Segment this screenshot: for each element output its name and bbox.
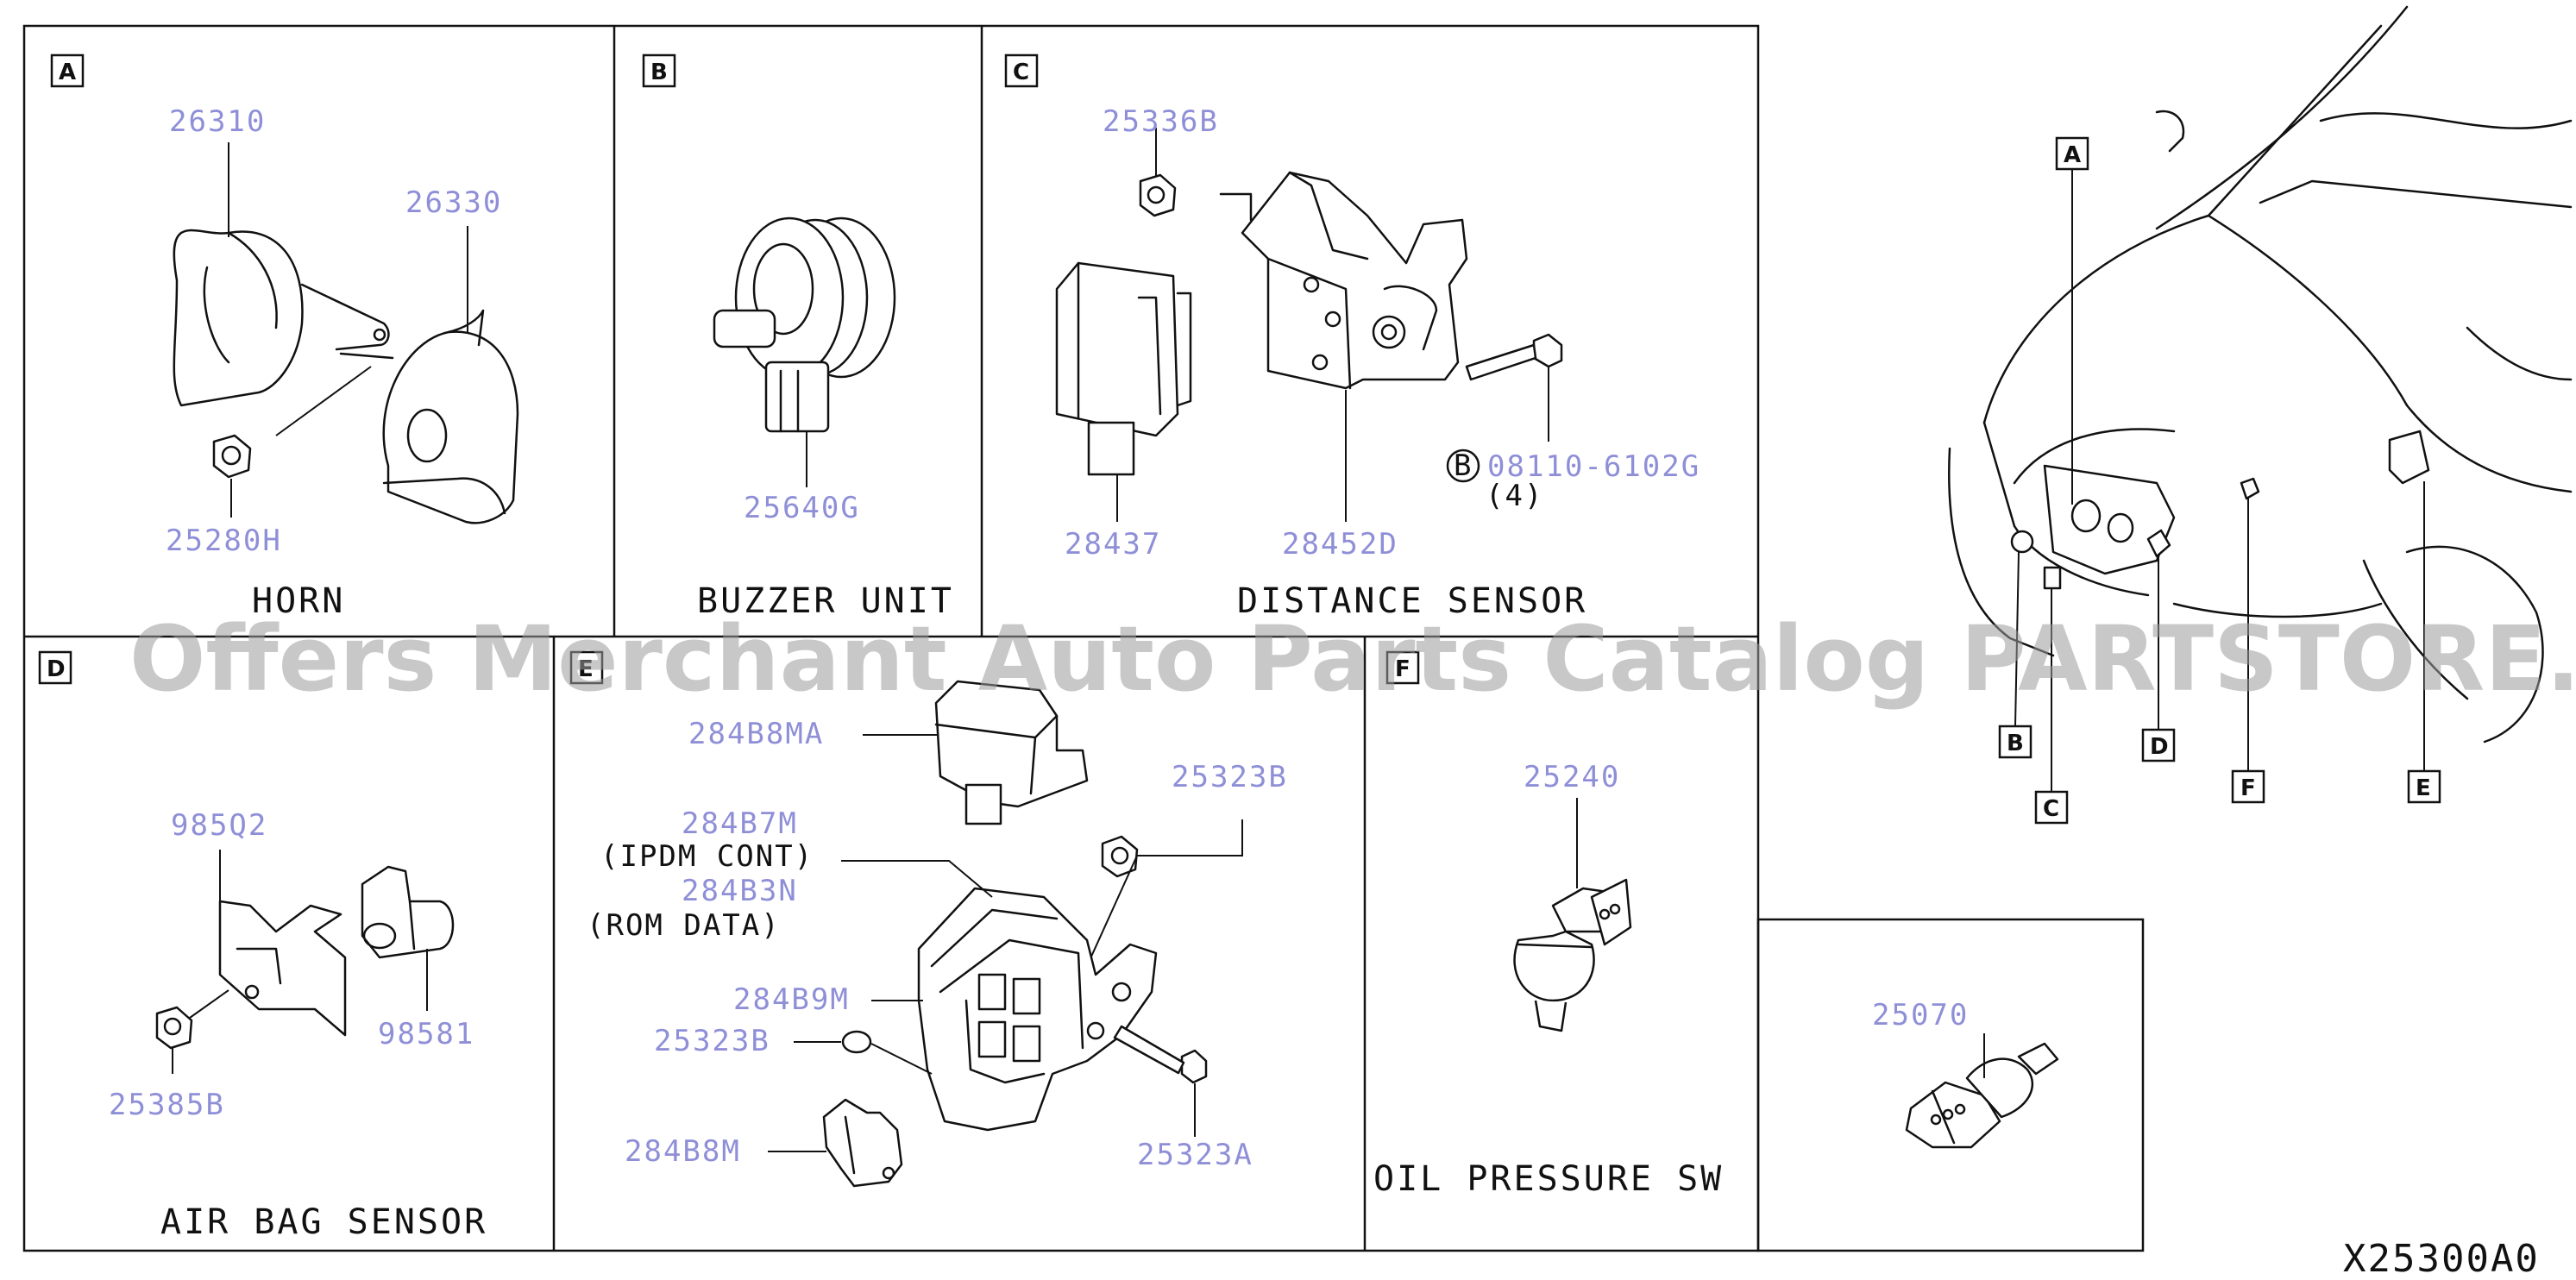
connector-icon (822, 1098, 903, 1188)
watermark-text: Offers Merchant Auto Parts Catalog PARTS… (129, 606, 2576, 712)
section-caption: BUZZER UNIT (697, 581, 954, 621)
part-number: 25070 (1872, 998, 1969, 1032)
section-letter-e: E (578, 656, 594, 682)
part-number: 28437 (1065, 527, 1161, 562)
section-letter-c: C (1013, 60, 1029, 85)
part-number: 25336B (1103, 104, 1219, 139)
callout-letter: D (2150, 734, 2169, 760)
relay-icon (934, 680, 1089, 825)
section-distance-sensor: C (1004, 53, 1700, 621)
bracket-icon (218, 900, 347, 1037)
part-number: 08110-6102G (1487, 449, 1700, 484)
nut-icon (1101, 835, 1139, 878)
part-number: 25280H (166, 524, 282, 558)
section-horn: A 26310 26330 25280H HORN (50, 53, 519, 621)
part-number: 284B8M (625, 1134, 741, 1169)
horn-low-icon (339, 309, 519, 524)
washer-icon (841, 1030, 872, 1054)
callout-letter: F (2240, 775, 2256, 801)
airbag-sensor-location-icon (2146, 529, 2171, 558)
horn-location-icon (2107, 512, 2134, 543)
impact-sensor-icon (361, 865, 455, 959)
bracket-icon (1219, 171, 1468, 390)
diagram-reference: X25300A0 (2343, 1237, 2540, 1280)
section-caption: OIL PRESSURE SW (1373, 1159, 1724, 1199)
callout-letter: B (2007, 731, 2024, 756)
part-number: 25323A (1137, 1138, 1253, 1172)
section-buzzer-unit: B 25640G BUZZER UNIT (642, 53, 954, 621)
part-number: 985Q2 (171, 808, 267, 843)
section-ipdm: E (569, 650, 1288, 1188)
part-number: 28452D (1282, 527, 1398, 562)
part-number: 98581 (378, 1017, 474, 1051)
temperature-switch-icon (1905, 1042, 2059, 1149)
part-number: 25323B (654, 1024, 770, 1058)
nut-icon (212, 434, 252, 479)
bolt-icon (1465, 333, 1563, 381)
buzzer-location-icon (2010, 530, 2034, 554)
bolt-icon (1113, 1025, 1208, 1084)
section-caption: DISTANCE SENSOR (1237, 581, 1587, 621)
vehicle-location-view: A B C D F E (1948, 5, 2573, 825)
callout-circle-b (1446, 449, 1480, 483)
part-number: 26310 (169, 104, 266, 139)
nut-icon (155, 1006, 193, 1050)
oil-pressure-switch-icon (1513, 878, 1632, 1032)
oil-switch-location-icon (2240, 477, 2260, 500)
section-caption: HORN (252, 581, 345, 621)
part-number: 284B9M (733, 982, 850, 1017)
part-number: 284B3N (682, 874, 798, 908)
note-circle-letter: B (1454, 449, 1473, 483)
horn-location-icon (2070, 499, 2102, 533)
section-caption: AIR BAG SENSOR (160, 1202, 487, 1242)
quantity-note: (4) (1486, 479, 1543, 513)
part-number: 25640G (744, 491, 860, 525)
section-oil-pressure-switch: F 25240 OIL PRESSURE SW (1373, 650, 1724, 1199)
section-letter-b: B (650, 60, 668, 85)
horn-high-icon (173, 229, 390, 407)
nut-icon (1139, 173, 1177, 217)
vehicle-front-icon (1948, 5, 2573, 744)
ipdm-module-icon (917, 887, 1158, 1132)
ipdm-note: (IPDM CONT) (600, 839, 814, 874)
section-air-bag-sensor: D 985Q2 98581 25385B AIR BAG SENSOR (38, 650, 487, 1242)
part-number: 25385B (109, 1088, 225, 1122)
callout-letter: E (2416, 775, 2431, 801)
callout-letter: C (2043, 796, 2059, 822)
part-number: 284B8MA (688, 717, 824, 751)
part-number: 26330 (405, 185, 502, 220)
callout-letter: A (2064, 142, 2081, 168)
section-switch-25070: 25070 (1872, 998, 2059, 1149)
buzzer-icon (713, 216, 896, 433)
distance-sensor-location-icon (2043, 566, 2062, 590)
part-number: 284B7M (682, 806, 798, 841)
section-letter-f: F (1395, 656, 1411, 682)
section-frames (22, 24, 2145, 1252)
part-number: 25240 (1524, 760, 1620, 794)
rom-note: (ROM DATA) (587, 908, 781, 943)
sensor-module-icon (1055, 261, 1192, 476)
part-number: 25323B (1172, 760, 1288, 794)
section-letter-d: D (47, 656, 66, 682)
ipdm-location-icon (2388, 430, 2430, 485)
section-letter-a: A (59, 60, 76, 85)
